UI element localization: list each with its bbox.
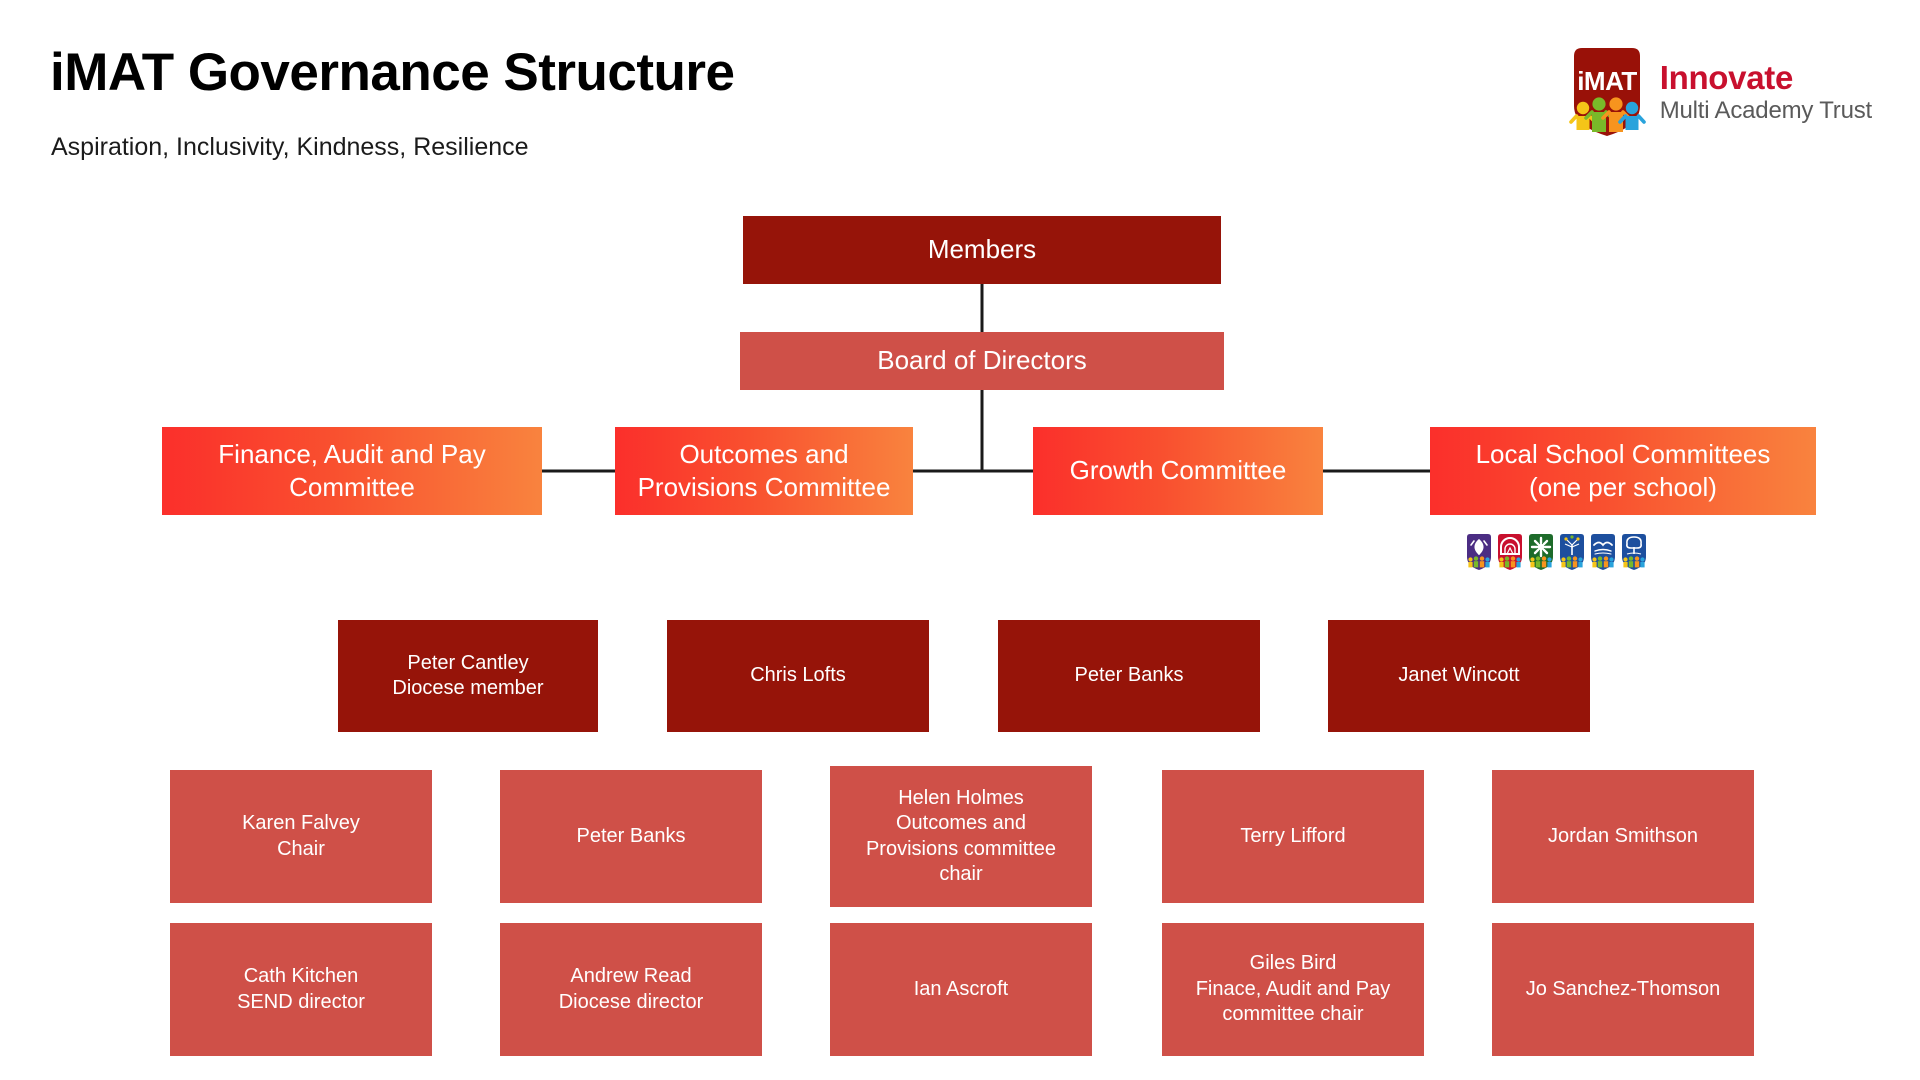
node-local: Local School Committees (one per school) <box>1430 427 1816 515</box>
node-label: Growth Committee <box>1069 455 1287 486</box>
logo-tagline: Multi Academy Trust <box>1659 96 1872 124</box>
member-card-3: Janet Wincott <box>1328 620 1590 732</box>
member-card-0: Peter Cantley Diocese member <box>338 620 598 732</box>
node-label: Board of Directors <box>877 345 1087 376</box>
member-card-2: Peter Banks <box>998 620 1260 732</box>
director-card-r1-1: Peter Banks <box>500 770 762 903</box>
node-label: Cath Kitchen SEND director <box>237 965 365 1013</box>
node-label: Outcomes and Provisions Committee <box>637 438 891 502</box>
node-board: Board of Directors <box>740 332 1224 390</box>
imat-shield-icon: iMAT <box>1568 46 1646 138</box>
crest-flower-icon <box>1527 533 1555 571</box>
director-card-r1-3: Terry Lifford <box>1162 770 1424 903</box>
director-card-r1-0: Karen Falvey Chair <box>170 770 432 903</box>
node-label: Local School Committees (one per school) <box>1475 438 1771 502</box>
node-label: Karen Falvey Chair <box>242 812 360 860</box>
node-label: Peter Banks <box>576 824 686 847</box>
school-crests-strip <box>1465 533 1648 571</box>
node-label: Jordan Smithson <box>1547 824 1699 847</box>
node-finance: Finance, Audit and Pay Committee <box>162 427 542 515</box>
svg-text:iMAT: iMAT <box>1577 66 1637 96</box>
node-outcomes: Outcomes and Provisions Committee <box>615 427 913 515</box>
page-subtitle: Aspiration, Inclusivity, Kindness, Resil… <box>51 133 529 161</box>
crest-leaf-icon <box>1465 533 1493 571</box>
node-label: Ian Ascroft <box>913 977 1009 1000</box>
node-label: Chris Lofts <box>750 664 846 687</box>
node-growth: Growth Committee <box>1033 427 1323 515</box>
director-card-r2-2: Ian Ascroft <box>830 923 1092 1056</box>
member-card-1: Chris Lofts <box>667 620 929 732</box>
crest-oak-icon <box>1620 533 1648 571</box>
crest-tunnel-icon <box>1496 533 1524 571</box>
node-label: Janet Wincott <box>1398 664 1520 687</box>
node-label: Helen Holmes Outcomes and Provisions com… <box>865 786 1057 885</box>
node-label: Jo Sanchez-Thomson <box>1525 977 1721 1000</box>
node-label: Finance, Audit and Pay Committee <box>218 438 486 502</box>
node-label: Andrew Read Diocese director <box>558 965 704 1013</box>
page-title: iMAT Governance Structure <box>50 43 735 102</box>
director-card-r2-3: Giles Bird Finace, Audit and Pay committ… <box>1162 923 1424 1056</box>
node-members: Members <box>743 216 1221 284</box>
node-label: Terry Lifford <box>1240 824 1346 847</box>
director-card-r1-4: Jordan Smithson <box>1492 770 1754 903</box>
logo-brand-name: Innovate <box>1659 58 1794 96</box>
crest-tree-icon <box>1558 533 1586 571</box>
director-card-r2-1: Andrew Read Diocese director <box>500 923 762 1056</box>
director-card-r2-4: Jo Sanchez-Thomson <box>1492 923 1754 1056</box>
director-card-r2-0: Cath Kitchen SEND director <box>170 923 432 1056</box>
node-label: Giles Bird Finace, Audit and Pay committ… <box>1195 952 1391 1026</box>
node-label: Peter Cantley Diocese member <box>392 651 544 699</box>
node-label: Members <box>927 234 1037 265</box>
director-card-r1-2: Helen Holmes Outcomes and Provisions com… <box>830 766 1092 907</box>
crest-birds-icon <box>1589 533 1617 571</box>
imat-logo: iMAT Innovate Multi Academy Trust <box>1568 44 1872 140</box>
node-label: Peter Banks <box>1074 664 1184 687</box>
